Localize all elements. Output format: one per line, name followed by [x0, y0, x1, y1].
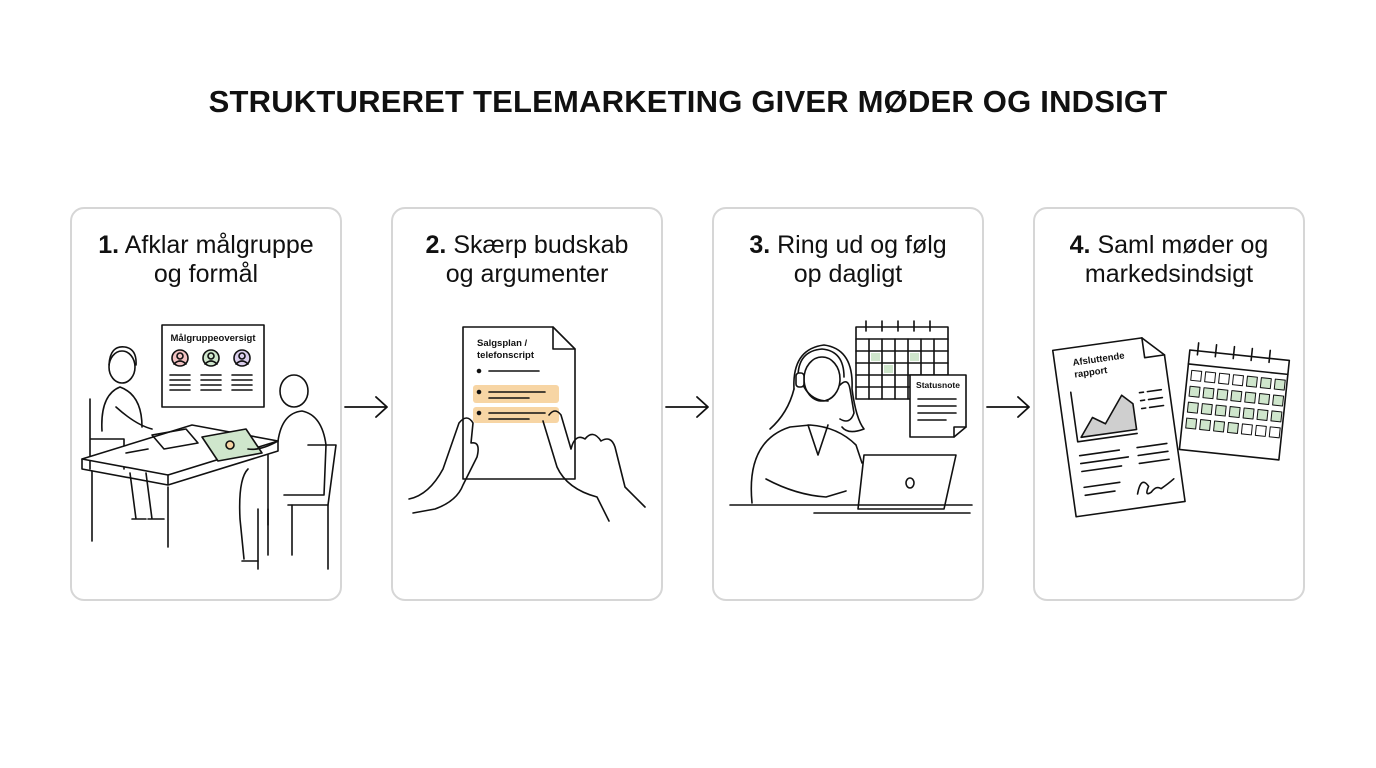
report-illustration: Afsluttende rapport: [1051, 337, 1291, 518]
arrow-icon: [344, 396, 388, 418]
arrow-icon: [665, 396, 709, 418]
note-label: Statusnote: [916, 380, 960, 390]
step-1-line2: og formål: [153, 260, 259, 288]
step-4-line2: markedsindsigt: [1084, 260, 1254, 288]
step-1-line1: Afklar målgruppe: [124, 231, 314, 259]
script-illustration: Salgsplan / telefonscript: [408, 326, 646, 522]
arrow-icon: [986, 396, 1030, 418]
step-3-line2: op dagligt: [793, 260, 903, 288]
calling-illustration: Statusnote: [729, 320, 973, 514]
meeting-illustration: Målgruppeoversigt: [81, 324, 337, 570]
step-3-line1: Ring ud og følg: [777, 231, 947, 259]
step-card-4: 4. Saml møder og markedsindsigt: [1033, 207, 1305, 601]
step-1-number: 1.: [98, 231, 120, 259]
page-title: STRUKTURERET TELEMARKETING GIVER MØDER O…: [208, 84, 1168, 119]
report-label-2: rapport: [1074, 365, 1109, 381]
step-card-1: 1. Afklar målgruppe og formål: [70, 207, 342, 601]
step-3-number: 3.: [749, 231, 771, 259]
step-2-line2: og argumenter: [445, 260, 609, 288]
step-1-title: 1. Afklar målgruppe og formål: [72, 231, 340, 289]
step-4-line1: Saml møder og: [1097, 231, 1269, 259]
step-4-title: 4. Saml møder og markedsindsigt: [1035, 231, 1303, 289]
step-card-2: 2. Skærp budskab og argumenter Salgsplan…: [391, 207, 663, 601]
board-label: Målgruppeoversigt: [171, 333, 257, 344]
step-2-line1: Skærp budskab: [453, 231, 629, 259]
step-3-title: 3. Ring ud og følg op dagligt: [714, 231, 982, 289]
doc-label-2: telefonscript: [477, 350, 535, 361]
step-2-number: 2.: [425, 231, 447, 259]
doc-label-1: Salgsplan /: [477, 338, 528, 349]
step-4-number: 4.: [1069, 231, 1091, 259]
step-card-3: 3. Ring ud og følg op dagligt: [712, 207, 984, 601]
step-2-title: 2. Skærp budskab og argumenter: [393, 231, 661, 289]
